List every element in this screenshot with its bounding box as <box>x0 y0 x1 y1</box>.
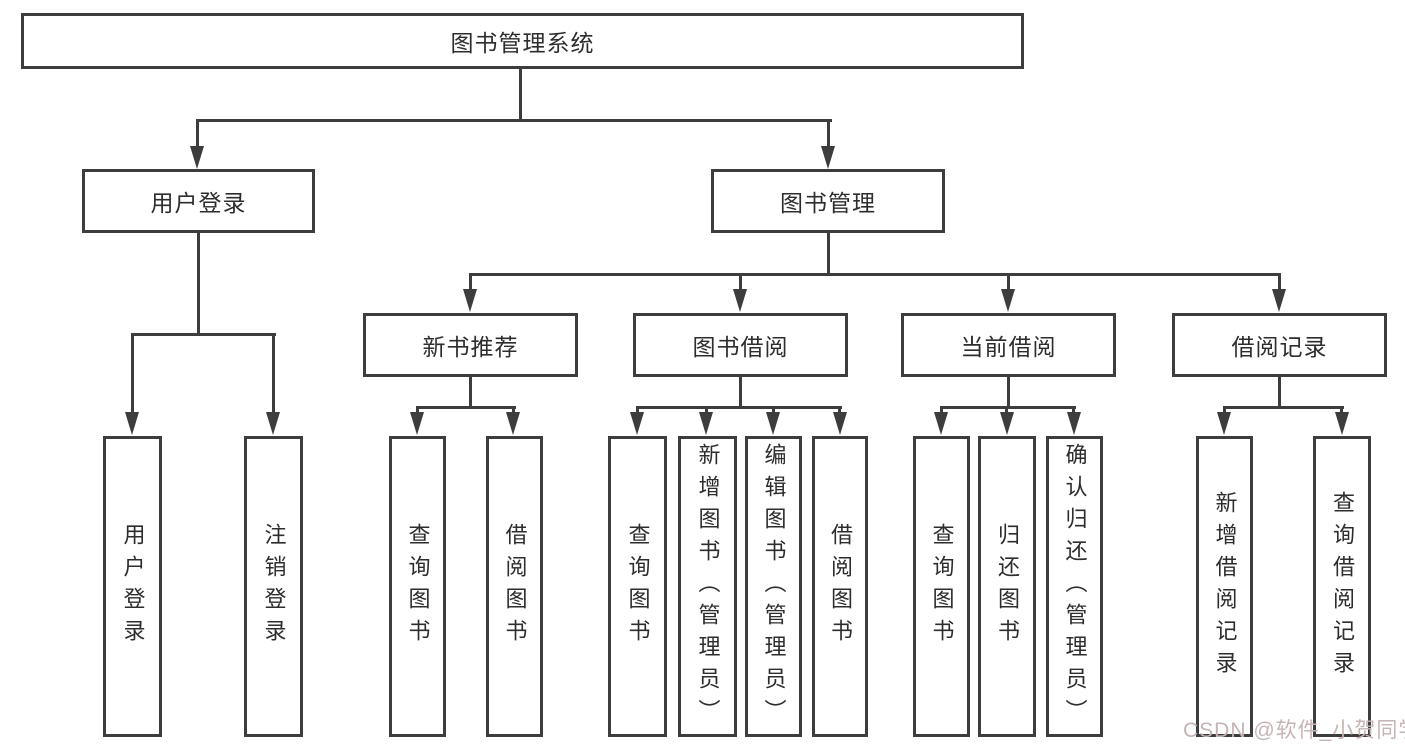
leaf-query-book-1: 查询图书 <box>389 436 446 737</box>
leaf-query-book-3-label: 查询图书 <box>929 522 955 651</box>
connector-root-drop-right <box>827 119 830 151</box>
leaf-logout: 注销登录 <box>244 436 303 737</box>
connector-current-drop <box>1005 406 1008 416</box>
connector-borrow-bar <box>636 406 842 409</box>
connector-root-drop-left <box>196 119 199 151</box>
arrowhead-icon <box>833 412 847 435</box>
leaf-query-book-2: 查询图书 <box>608 436 667 737</box>
leaf-query-book-1-label: 查询图书 <box>405 522 431 651</box>
node-root-label: 图书管理系统 <box>450 30 595 56</box>
leaf-confirm-return-admin-label: 确认归还（管理员） <box>1062 442 1088 731</box>
leaf-user-login-label: 用户登录 <box>120 522 146 651</box>
arrowhead-icon <box>699 412 713 435</box>
connector-bookmgmt-bar <box>469 273 1281 276</box>
leaf-user-login: 用户登录 <box>103 436 162 737</box>
arrowhead-icon <box>733 289 747 312</box>
connector-borrow-drop <box>705 406 708 416</box>
connector-userlogin-drop <box>131 333 134 415</box>
arrowhead-icon <box>766 412 780 435</box>
leaf-query-borrow-record: 查询借阅记录 <box>1313 436 1371 737</box>
leaf-add-book-admin: 新增图书（管理员） <box>678 436 737 737</box>
leaf-edit-book-admin-label: 编辑图书（管理员） <box>761 442 787 731</box>
arrowhead-icon <box>1335 412 1349 435</box>
node-book-management: 图书管理 <box>711 169 945 233</box>
leaf-query-book-3: 查询图书 <box>913 436 970 737</box>
node-user-login: 用户登录 <box>82 169 315 233</box>
connector-bookmgmt-drop <box>1007 273 1010 293</box>
leaf-add-borrow-record: 新增借阅记录 <box>1196 436 1253 737</box>
connector-record-drop <box>1223 406 1226 416</box>
connector-bookmgmt-stem <box>827 231 830 276</box>
connector-record-bar <box>1223 406 1344 409</box>
connector-borrow-drop <box>772 406 775 416</box>
connector-userlogin-stem <box>197 231 200 336</box>
watermark-text: CSDN @软件_小贺同学 <box>1183 719 1405 742</box>
arrowhead-icon <box>630 412 644 435</box>
node-borrow-record: 借阅记录 <box>1172 313 1387 377</box>
arrowhead-icon <box>506 412 520 435</box>
arrowhead-icon <box>1067 412 1081 435</box>
arrowhead-icon <box>934 412 948 435</box>
node-new-book-recommend: 新书推荐 <box>363 313 578 377</box>
node-user-login-label: 用户登录 <box>150 190 247 216</box>
connector-borrow-drop <box>636 406 639 416</box>
node-book-management-label: 图书管理 <box>780 190 876 216</box>
leaf-return-book: 归还图书 <box>978 436 1036 737</box>
arrowhead-icon <box>1000 412 1014 435</box>
connector-newbook-bar <box>416 406 516 409</box>
arrowhead-icon <box>821 146 835 169</box>
leaf-return-book-label: 归还图书 <box>995 522 1020 651</box>
arrowhead-icon <box>1217 412 1231 435</box>
leaf-add-book-admin-label: 新增图书（管理员） <box>695 442 721 731</box>
leaf-add-borrow-record-label: 新增借阅记录 <box>1212 490 1238 683</box>
connector-userlogin-drop <box>272 333 275 415</box>
connector-root-stem <box>519 68 522 122</box>
connector-current-bar <box>940 406 1076 409</box>
node-current-borrow: 当前借阅 <box>901 313 1116 377</box>
leaf-query-book-2-label: 查询图书 <box>625 522 651 651</box>
connector-root-bar <box>196 119 832 122</box>
node-borrow-record-label: 借阅记录 <box>1231 334 1328 360</box>
leaf-query-borrow-record-label: 查询借阅记录 <box>1330 490 1355 683</box>
node-book-borrow-label: 图书借阅 <box>692 334 789 360</box>
connector-bookmgmt-drop <box>739 273 742 293</box>
leaf-edit-book-admin: 编辑图书（管理员） <box>745 436 802 737</box>
connector-newbook-drop <box>512 406 515 416</box>
connector-record-stem <box>1278 375 1281 409</box>
leaf-logout-label: 注销登录 <box>261 522 287 651</box>
connector-newbook-stem <box>469 375 472 409</box>
arrowhead-icon <box>1001 289 1015 312</box>
arrowhead-icon <box>125 412 139 435</box>
connector-current-drop <box>940 406 943 416</box>
node-current-borrow-label: 当前借阅 <box>960 334 1057 360</box>
node-book-borrow: 图书借阅 <box>633 313 848 377</box>
node-new-book-recommend-label: 新书推荐 <box>422 334 519 360</box>
connector-borrow-drop <box>838 406 841 416</box>
connector-bookmgmt-drop <box>1278 273 1281 293</box>
node-root: 图书管理系统 <box>21 13 1024 69</box>
connector-record-drop <box>1340 406 1343 416</box>
connector-userlogin-bar <box>131 333 276 336</box>
connector-current-stem <box>1007 375 1010 409</box>
arrowhead-icon <box>410 412 424 435</box>
connector-newbook-drop <box>416 406 419 416</box>
arrowhead-icon <box>1272 289 1286 312</box>
arrowhead-icon <box>190 146 204 169</box>
connector-current-drop <box>1072 406 1075 416</box>
leaf-borrow-book-2-label: 借阅图书 <box>828 522 853 651</box>
arrowhead-icon <box>463 289 477 312</box>
leaf-confirm-return-admin: 确认归还（管理员） <box>1046 436 1103 737</box>
leaf-borrow-book-2: 借阅图书 <box>812 436 868 737</box>
arrowhead-icon <box>266 412 280 435</box>
connector-bookmgmt-drop <box>469 273 472 293</box>
leaf-borrow-book-1: 借阅图书 <box>486 436 543 737</box>
connector-borrow-stem <box>739 375 742 409</box>
leaf-borrow-book-1-label: 借阅图书 <box>502 522 528 651</box>
